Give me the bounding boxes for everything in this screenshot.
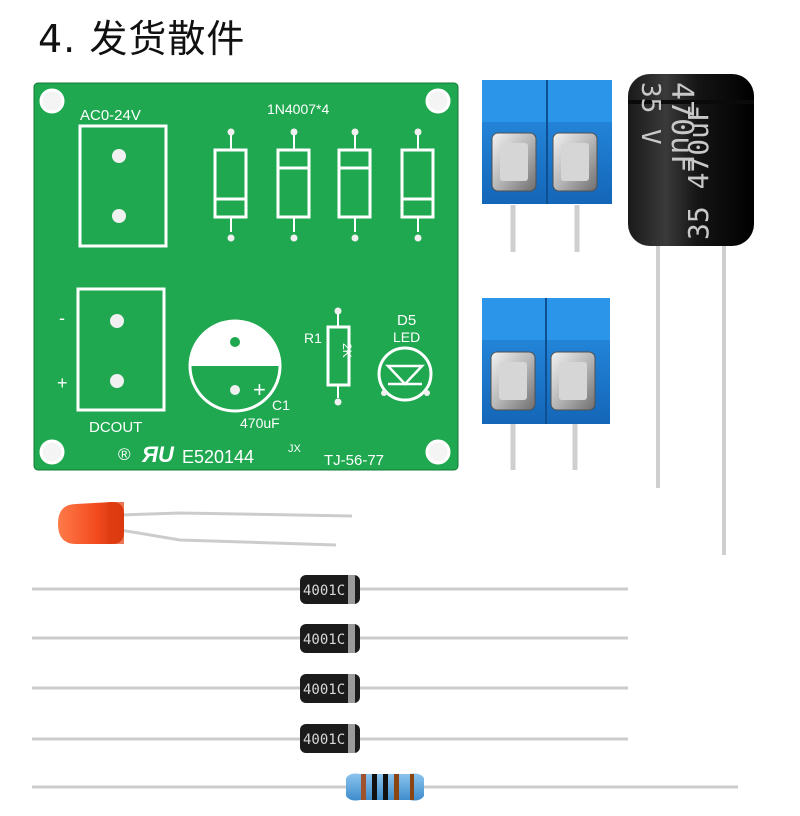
diode-footprint — [400, 128, 435, 242]
capacitor-voltage: 35 V — [635, 82, 665, 145]
cert-code: E520144 — [182, 447, 254, 467]
diode-footprint — [337, 128, 372, 242]
diode-footprint — [276, 128, 311, 242]
r1-label: R1 — [304, 330, 322, 346]
capacitor-marking-back: 35 470uF — [682, 105, 715, 240]
diode-marking: 4001C — [303, 583, 345, 599]
diode-1n4007: 4001C — [32, 724, 628, 753]
ul-logo: ЯU — [141, 442, 175, 467]
minus-sign: - — [59, 308, 65, 328]
page-title: 4. 发货散件 — [38, 17, 246, 61]
solder-pad — [110, 314, 124, 328]
mounting-hole — [425, 88, 451, 114]
diode-1n4007: 4001C — [32, 575, 628, 604]
terminal-block — [482, 80, 612, 252]
board-code: TJ-56-77 — [324, 452, 384, 469]
diode-marking: 4001C — [303, 732, 345, 748]
diode-array-label: 1N4007*4 — [267, 101, 329, 117]
ac-connector-outline — [78, 124, 168, 248]
d5-label: D5 — [397, 312, 416, 329]
electrolytic-capacitor: 470uF 35 V 35 470uF — [628, 74, 754, 555]
c1-label: C1 — [272, 397, 290, 413]
pcb-board: AC0-24V 1N4007*4 — [33, 82, 459, 471]
ac-input-label: AC0-24V — [80, 107, 141, 124]
dcout-label: DCOUT — [89, 419, 142, 436]
diode-footprint — [213, 128, 248, 242]
diode-1n4007: 4001C — [32, 624, 628, 653]
mounting-hole — [425, 439, 451, 465]
mounting-hole — [39, 439, 65, 465]
diode-marking: 4001C — [303, 632, 345, 648]
led-footprint — [377, 346, 433, 402]
registered-mark: ® — [118, 445, 131, 464]
c1-value: 470uF — [240, 415, 280, 431]
r1-value: 2K — [340, 343, 354, 358]
diode-1n4007: 4001C — [32, 674, 628, 703]
solder-pad — [112, 209, 126, 223]
mounting-hole — [39, 88, 65, 114]
terminal-block — [482, 298, 610, 470]
capacitor-marking: 470uF — [664, 82, 699, 172]
solder-pad — [110, 374, 124, 388]
capacitor-plus: + — [253, 377, 266, 402]
resistor-footprint: 2K — [326, 307, 354, 406]
capacitor-footprint: + — [188, 319, 282, 413]
jx-mark: JX — [288, 443, 302, 455]
plus-sign: + — [57, 373, 68, 393]
diode-marking: 4001C — [303, 682, 345, 698]
led-label: LED — [393, 329, 420, 345]
dcout-connector-outline — [76, 287, 166, 412]
solder-pad — [112, 149, 126, 163]
resistor-2k — [32, 773, 738, 801]
red-led — [58, 502, 353, 547]
